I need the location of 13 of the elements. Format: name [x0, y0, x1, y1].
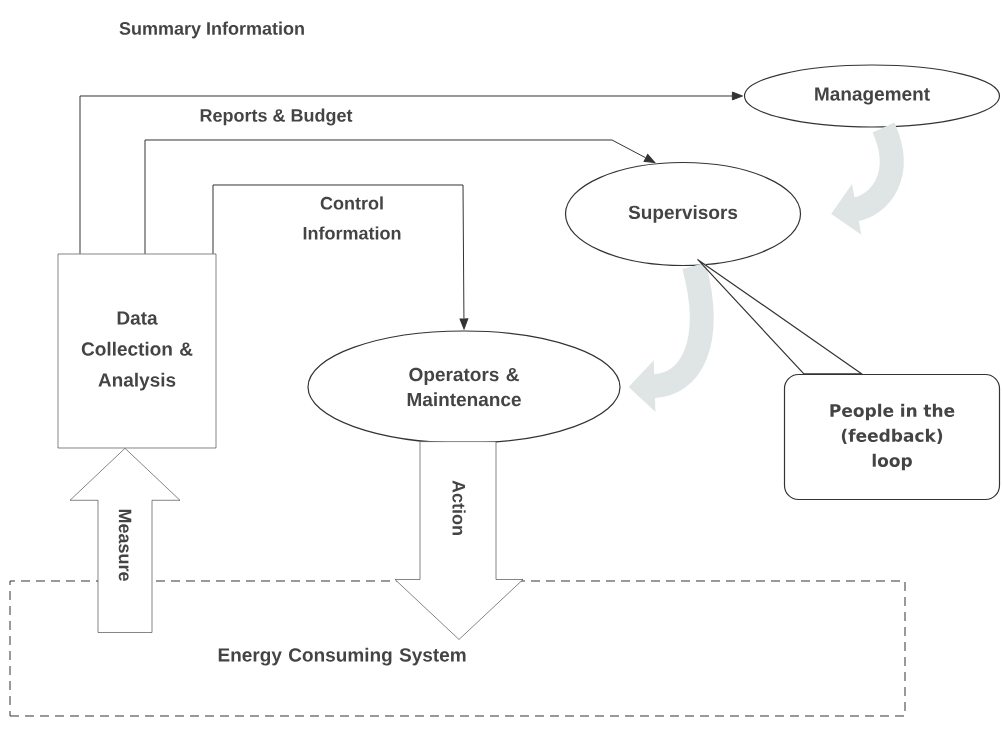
block-arrow: [394, 441, 524, 640]
edge-label: Control Information: [303, 196, 401, 240]
process-box: Data Collection & Analysis: [57, 253, 217, 449]
edge-label: Action: [452, 480, 466, 535]
block-arrow: [69, 448, 181, 633]
callout-box: People in the (feedback) loop: [783, 373, 1001, 501]
edge-label: Summary Information: [119, 21, 304, 39]
edge-label: Measure: [118, 509, 132, 581]
edge-label: Reports & Budget: [200, 108, 353, 126]
arrow: [212, 184, 469, 330]
system-boundary-box: Energy Consuming System: [9, 580, 906, 717]
arrow: [79, 91, 743, 255]
arrow: [144, 139, 656, 255]
